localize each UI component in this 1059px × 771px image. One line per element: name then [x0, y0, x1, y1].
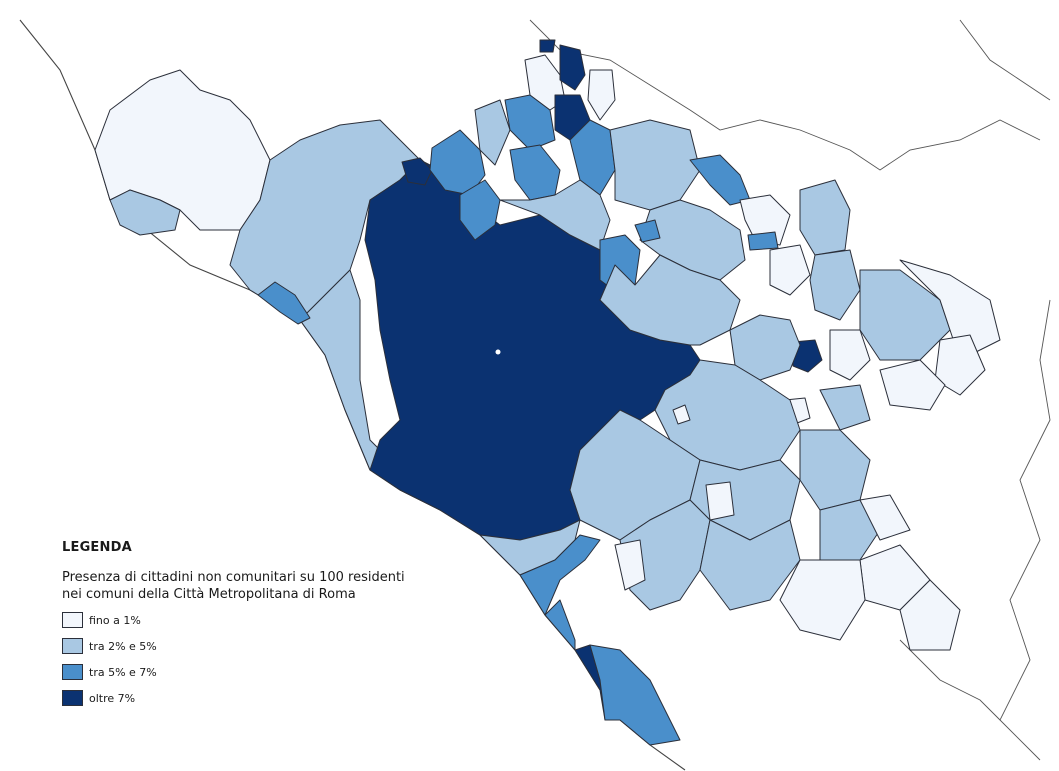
legend: LEGENDA Presenza di cittadini non comuni…: [62, 540, 482, 711]
municipality: [899, 259, 1001, 361]
municipality: [499, 179, 611, 251]
municipality: [819, 384, 871, 431]
municipality: [672, 404, 691, 425]
municipality: [401, 157, 433, 186]
legend-item-class-0: fino a 1%: [62, 607, 482, 633]
municipality: [589, 644, 681, 746]
legend-label: oltre 7%: [89, 691, 136, 705]
region-border-north: [529, 19, 1041, 171]
legend-swatch: [62, 690, 83, 706]
municipality: [769, 244, 811, 296]
municipality: [634, 219, 661, 243]
municipality: [859, 494, 911, 541]
municipality: [509, 144, 561, 201]
legend-item-class-3: oltre 7%: [62, 685, 482, 711]
municipality: [739, 194, 791, 246]
legend-label: tra 2% e 5%: [89, 639, 157, 653]
legend-item-class-1: tra 2% e 5%: [62, 633, 482, 659]
municipality: [299, 269, 391, 471]
legend-subtitle-line1: Presenza di cittadini non comunitari su …: [62, 570, 405, 585]
municipality: [109, 189, 181, 236]
municipality: [779, 559, 866, 641]
municipality: [809, 249, 861, 321]
municipality: [587, 69, 616, 121]
municipality: [819, 499, 881, 561]
legend-swatch: [62, 612, 83, 628]
municipality: [859, 269, 951, 361]
vatican-marker: [495, 349, 501, 355]
legend-swatch: [62, 664, 83, 680]
legend-item-class-2: tra 5% e 7%: [62, 659, 482, 685]
municipality: [459, 179, 501, 241]
municipality: [257, 281, 311, 325]
legend-title: LEGENDA: [62, 540, 132, 555]
municipality: [829, 329, 871, 381]
municipality: [559, 44, 586, 91]
municipality: [609, 119, 701, 211]
municipality: [747, 231, 779, 251]
region-border-northeast: [959, 19, 1051, 101]
municipality: [689, 154, 751, 206]
municipality: [934, 334, 986, 396]
municipality: [474, 99, 511, 166]
municipality: [539, 39, 556, 53]
municipality: [544, 599, 576, 651]
municipality: [705, 481, 735, 521]
municipality-roma: [364, 159, 701, 541]
legend-subtitle-line2: nei comuni della Città Metropolitana di …: [62, 587, 356, 602]
region-border-east: [999, 299, 1051, 761]
legend-swatch: [62, 638, 83, 654]
municipality: [699, 519, 801, 611]
legend-label: fino a 1%: [89, 613, 141, 627]
municipality: [899, 579, 961, 651]
municipality: [799, 179, 851, 256]
legend-subtitle: Presenza di cittadini non comunitari su …: [62, 569, 482, 603]
municipality: [614, 539, 646, 591]
municipality: [799, 429, 871, 511]
municipality: [639, 199, 746, 281]
region-border-southeast: [899, 639, 1001, 721]
municipality: [879, 359, 946, 411]
municipality: [519, 534, 601, 616]
legend-label: tra 5% e 7%: [89, 665, 157, 679]
